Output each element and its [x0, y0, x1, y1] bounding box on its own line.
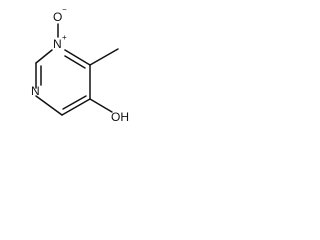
n-plus-label: N [53, 37, 62, 51]
bond-c2-n1 [64, 49, 91, 66]
bond-c2-n1-inner [64, 55, 86, 69]
hydroxyl-label: OH [111, 110, 129, 124]
ring-nitrogen-label: N [31, 84, 40, 98]
bond-c4-c3-inner [62, 95, 87, 110]
bond-c2-methyl [89, 48, 119, 66]
bond-n5-c4 [35, 95, 63, 116]
n-plus-charge-label: + [62, 33, 67, 42]
oxide-oxygen-label: O [53, 10, 62, 24]
bond-n1-c6 [35, 49, 53, 64]
bond-c4-c3 [61, 98, 91, 116]
oxide-charge-label: − [62, 5, 67, 14]
bond-c3-oh [89, 98, 113, 113]
molecule-diagram: O − N + N OH [31, 5, 129, 124]
